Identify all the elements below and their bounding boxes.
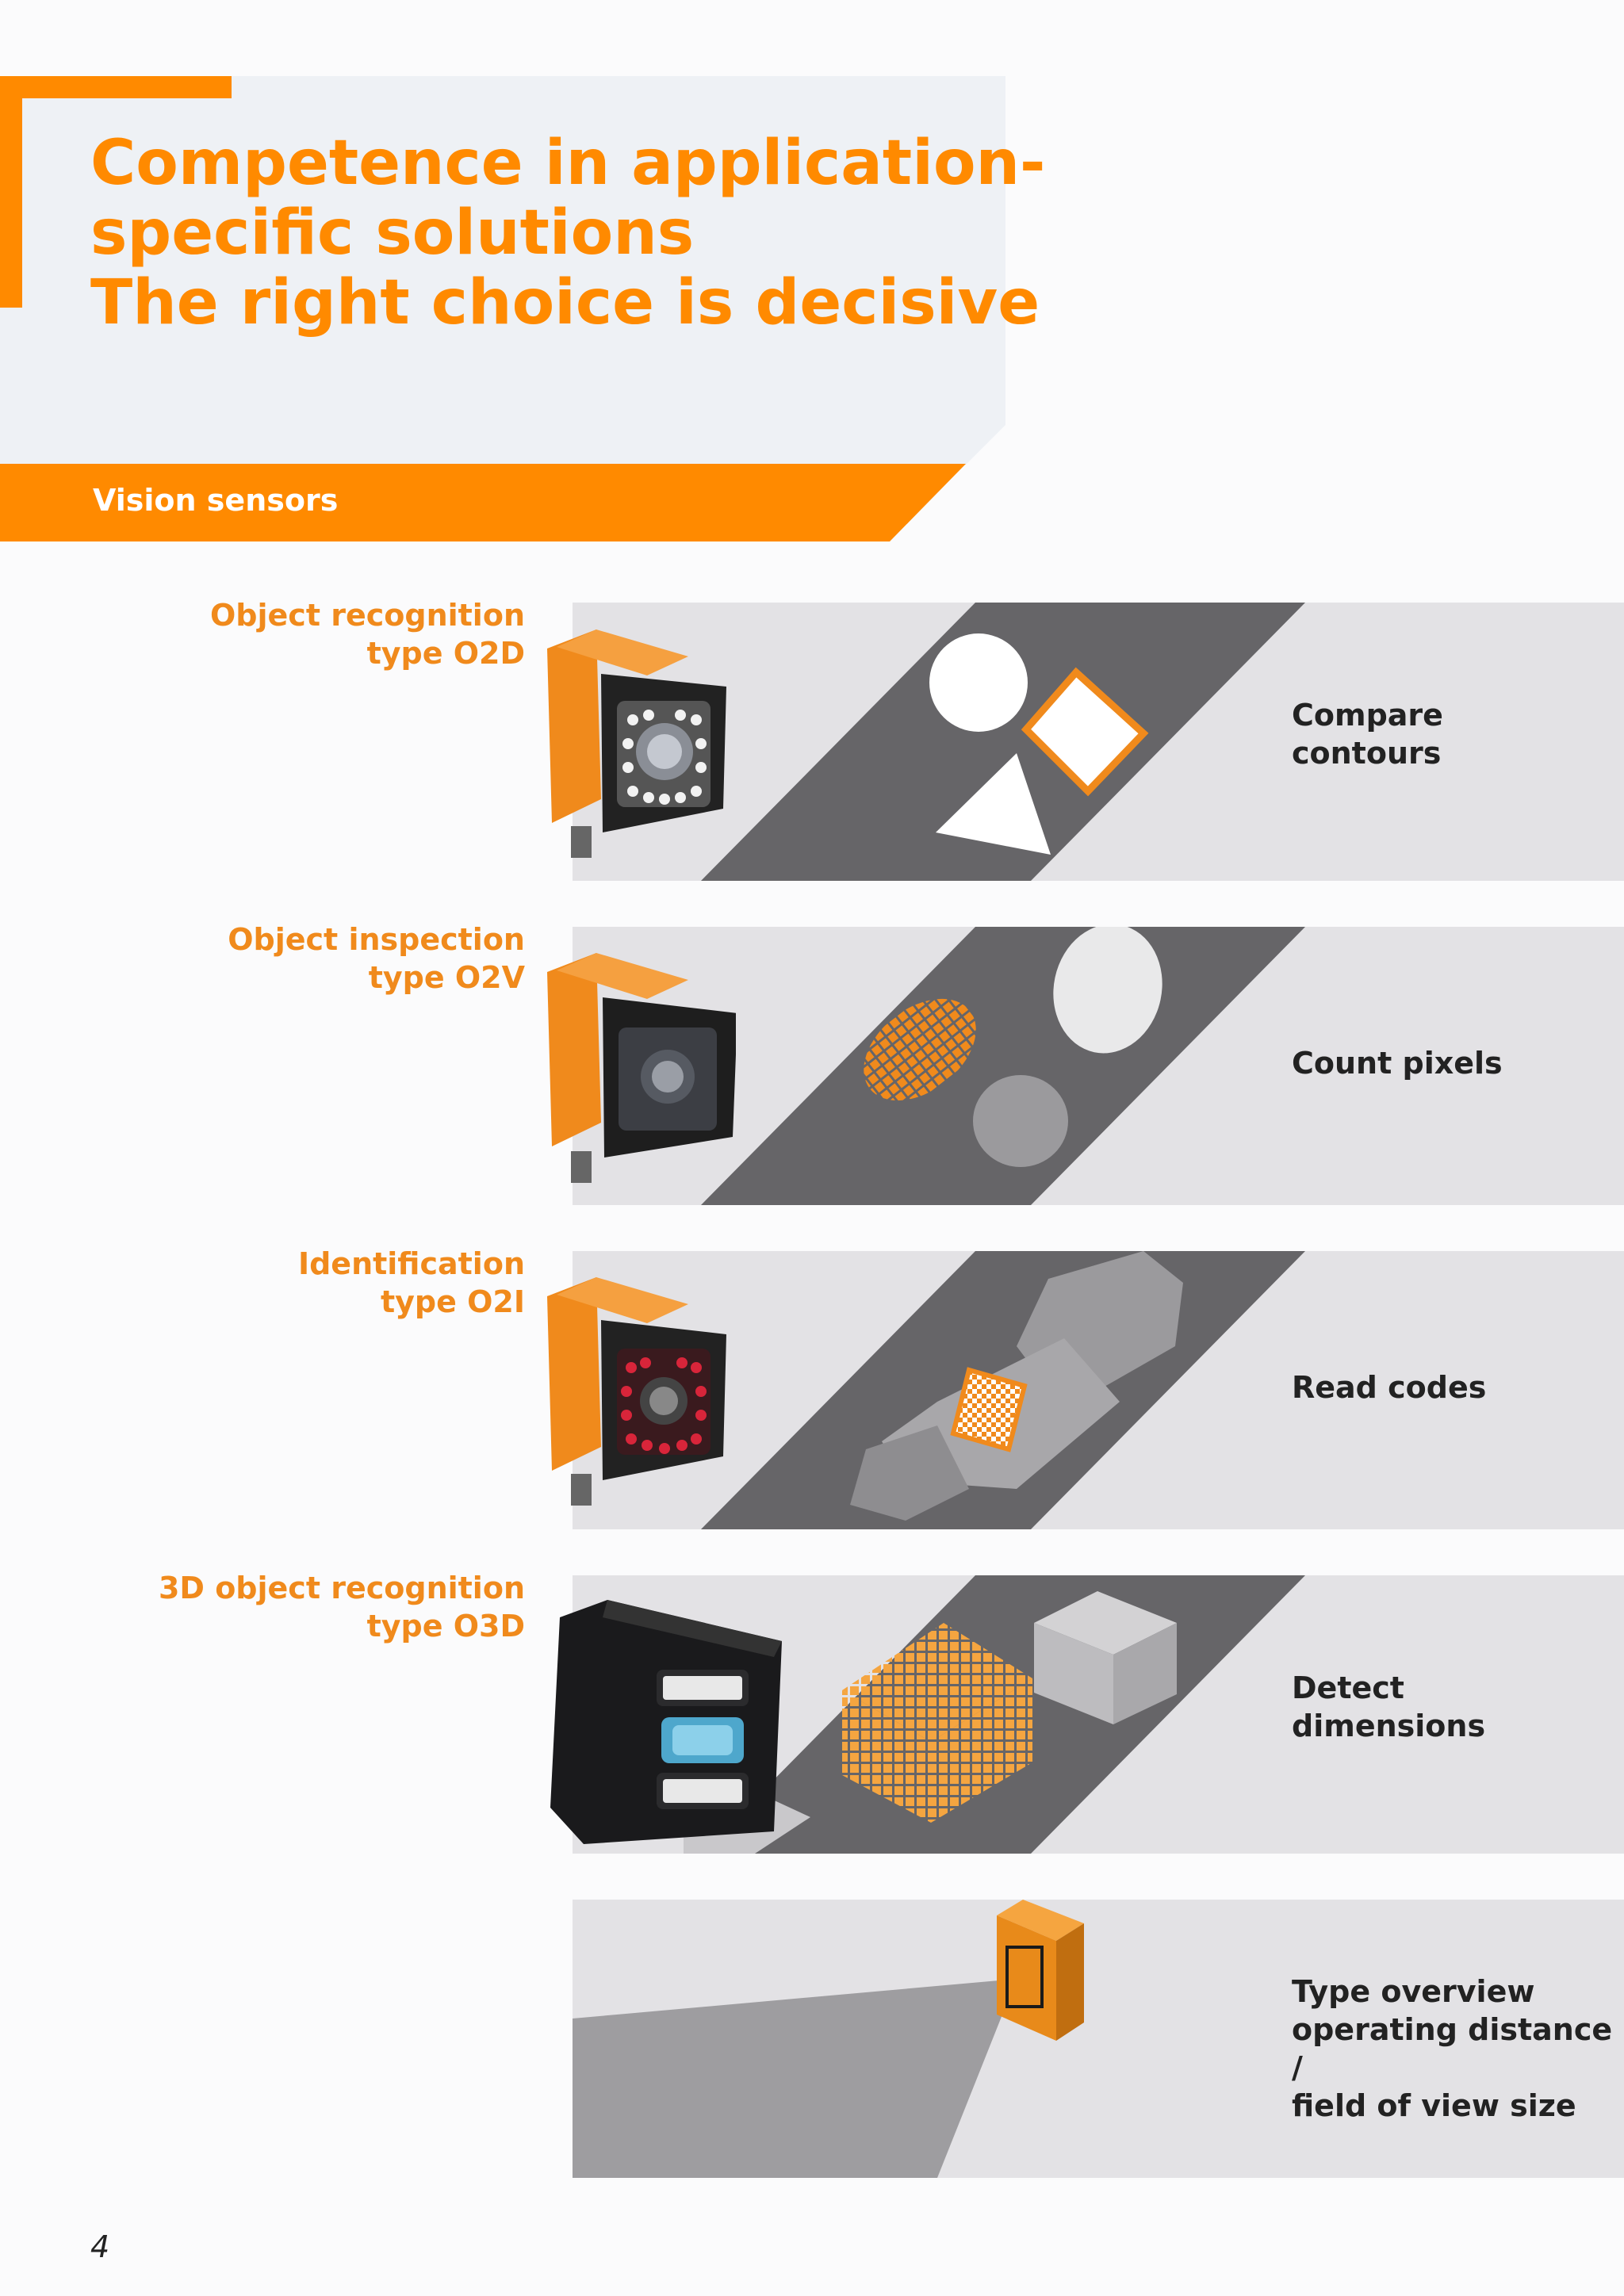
count-pixels-illustration <box>573 927 1624 1205</box>
sensor-name: Object inspection <box>228 922 525 957</box>
egg-shape <box>1053 927 1162 1054</box>
sensor-label-o2d: Object recognition type O2D <box>81 596 525 672</box>
application-panel-compare-contours: Compare contours <box>573 603 1624 881</box>
panel-caption: Read codes <box>1292 1368 1486 1406</box>
panel-caption: Count pixels <box>1292 1044 1503 1082</box>
sensor-type: type O3D <box>366 1609 525 1644</box>
panel-caption: Compare contours <box>1292 696 1443 772</box>
caption-line: contours <box>1292 736 1442 771</box>
caption-line: Compare <box>1292 698 1443 733</box>
sensor-image-o2d <box>547 629 726 858</box>
caption-line: Type overview <box>1292 1974 1535 2009</box>
caption-line: operating distance / <box>1292 2012 1613 2085</box>
sensor-image-o2v <box>547 953 736 1183</box>
panel-caption: Type overview operating distance / field… <box>1292 1973 1624 2125</box>
sensor-cube-icon <box>997 1900 1084 2041</box>
sensor-type: type O2D <box>366 636 525 671</box>
section-label: Vision sensors <box>93 483 339 518</box>
caption-line: Detect <box>1292 1670 1404 1705</box>
circle-shape <box>929 633 1028 732</box>
title-block <box>0 76 1005 465</box>
sensor-type: type O2V <box>368 960 525 995</box>
panel-caption: Detect dimensions <box>1292 1669 1485 1745</box>
read-codes-illustration <box>573 1251 1624 1529</box>
voxel-cube <box>842 1623 1032 1823</box>
sensor-name: 3D object recognition <box>158 1571 525 1605</box>
sensor-name: Identification <box>297 1246 525 1281</box>
application-panel-count-pixels: Count pixels <box>573 927 1624 1205</box>
field-of-view-beam <box>573 1979 1017 2178</box>
caption-line: field of view size <box>1292 2088 1576 2123</box>
triangle-shape <box>936 753 1051 855</box>
sensor-label-o3d: 3D object recognition type O3D <box>81 1569 525 1645</box>
data-matrix-code <box>950 1367 1028 1452</box>
caption-line: Read codes <box>1292 1370 1487 1405</box>
sensor-label-o2v: Object inspection type O2V <box>81 920 525 997</box>
sensor-type: type O2I <box>380 1284 525 1319</box>
page-title-line-2: specific solutions <box>90 197 695 269</box>
page-number: 4 <box>90 2229 110 2264</box>
application-panel-type-overview[interactable]: Type overview operating distance / field… <box>573 1900 1624 2178</box>
caption-line: dimensions <box>1292 1709 1486 1743</box>
egg-shape <box>973 1075 1068 1167</box>
page-title-line-3: The right choice is decisive <box>90 267 1040 339</box>
sensor-image-o3d <box>550 1600 782 1844</box>
compare-contours-illustration <box>573 603 1624 881</box>
page-title-line-1: Competence in application- <box>90 128 1046 199</box>
field-of-view-illustration <box>573 1900 1624 2178</box>
conveyor-belt <box>701 603 1305 881</box>
application-panel-read-codes: Read codes <box>573 1251 1624 1529</box>
section-banner <box>0 464 966 541</box>
pixel-grid-shape <box>864 998 976 1101</box>
title-accent-bar <box>0 76 22 308</box>
diamond-shape <box>1021 667 1149 797</box>
sensor-image-o2i <box>547 1277 726 1506</box>
box-shape <box>1034 1591 1177 1724</box>
title-accent-bar <box>0 76 232 98</box>
caption-line: Count pixels <box>1292 1046 1503 1081</box>
sensor-label-o2i: Identification type O2I <box>81 1245 525 1321</box>
sensor-name: Object recognition <box>210 598 525 633</box>
